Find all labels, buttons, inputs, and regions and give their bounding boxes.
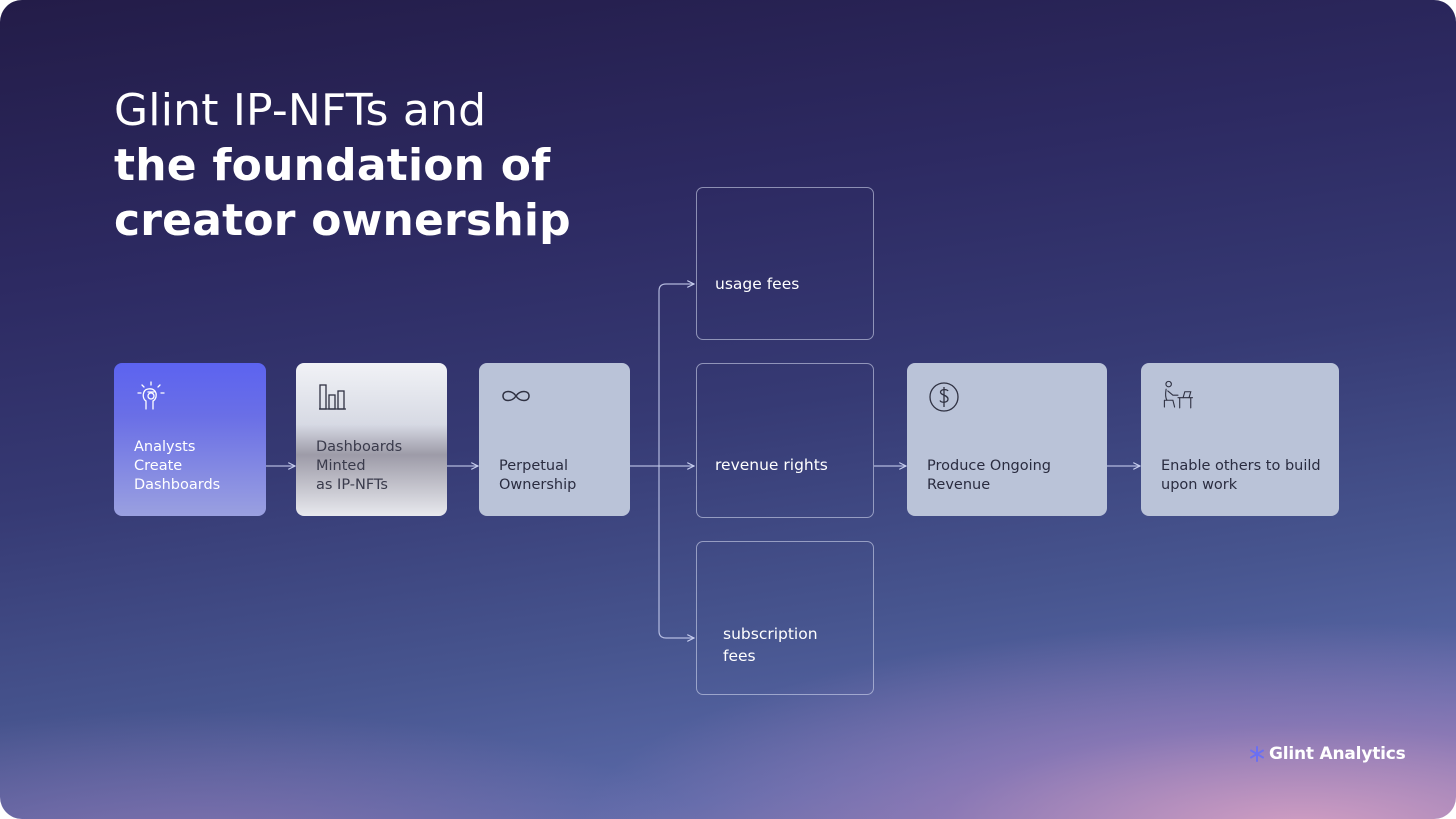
dollar-coin-icon xyxy=(929,382,959,412)
step-label: Analysts Create Dashboards xyxy=(134,439,221,493)
branch-to-subscription-fees xyxy=(658,466,694,638)
branch-to-usage-fees xyxy=(658,284,694,466)
outcome-label: subscription fees xyxy=(723,625,818,665)
step-analysts-create-dashboards: Analysts Create Dashboards xyxy=(114,363,266,516)
step-dashboards-minted: Dashboards Minted as IP-NFTs xyxy=(296,363,447,516)
asterisk-icon xyxy=(1250,746,1264,762)
title-line-2: the foundation of xyxy=(114,140,551,191)
outcome-revenue-rights: revenue rights xyxy=(696,363,874,518)
infinity-icon xyxy=(502,390,530,402)
brand-logo: Glint Analytics xyxy=(1248,744,1406,764)
outcome-subscription-fees: subscription fees xyxy=(696,541,874,695)
title-line-1: Glint IP-NFTs and xyxy=(114,85,487,136)
bar-chart-icon xyxy=(319,384,346,410)
analyst-idea-icon xyxy=(137,381,165,410)
step-enable-others: Enable others to build upon work xyxy=(1141,363,1339,516)
step-label: Produce Ongoing Revenue xyxy=(927,458,1052,493)
step-produce-ongoing-revenue: Produce Ongoing Revenue xyxy=(907,363,1107,516)
step-label: Perpetual Ownership xyxy=(499,458,577,493)
outcome-label: revenue rights xyxy=(715,456,828,474)
step-label: Dashboards Minted as IP-NFTs xyxy=(316,439,403,493)
outcome-label: usage fees xyxy=(715,275,800,293)
brand-name: Glint Analytics xyxy=(1269,744,1406,764)
step-label: Enable others to build upon work xyxy=(1161,458,1321,493)
person-at-desk-icon xyxy=(1163,380,1194,409)
outcome-usage-fees: usage fees xyxy=(696,187,874,340)
step-perpetual-ownership: Perpetual Ownership xyxy=(479,363,630,516)
title-line-3: creator ownership xyxy=(114,195,571,246)
